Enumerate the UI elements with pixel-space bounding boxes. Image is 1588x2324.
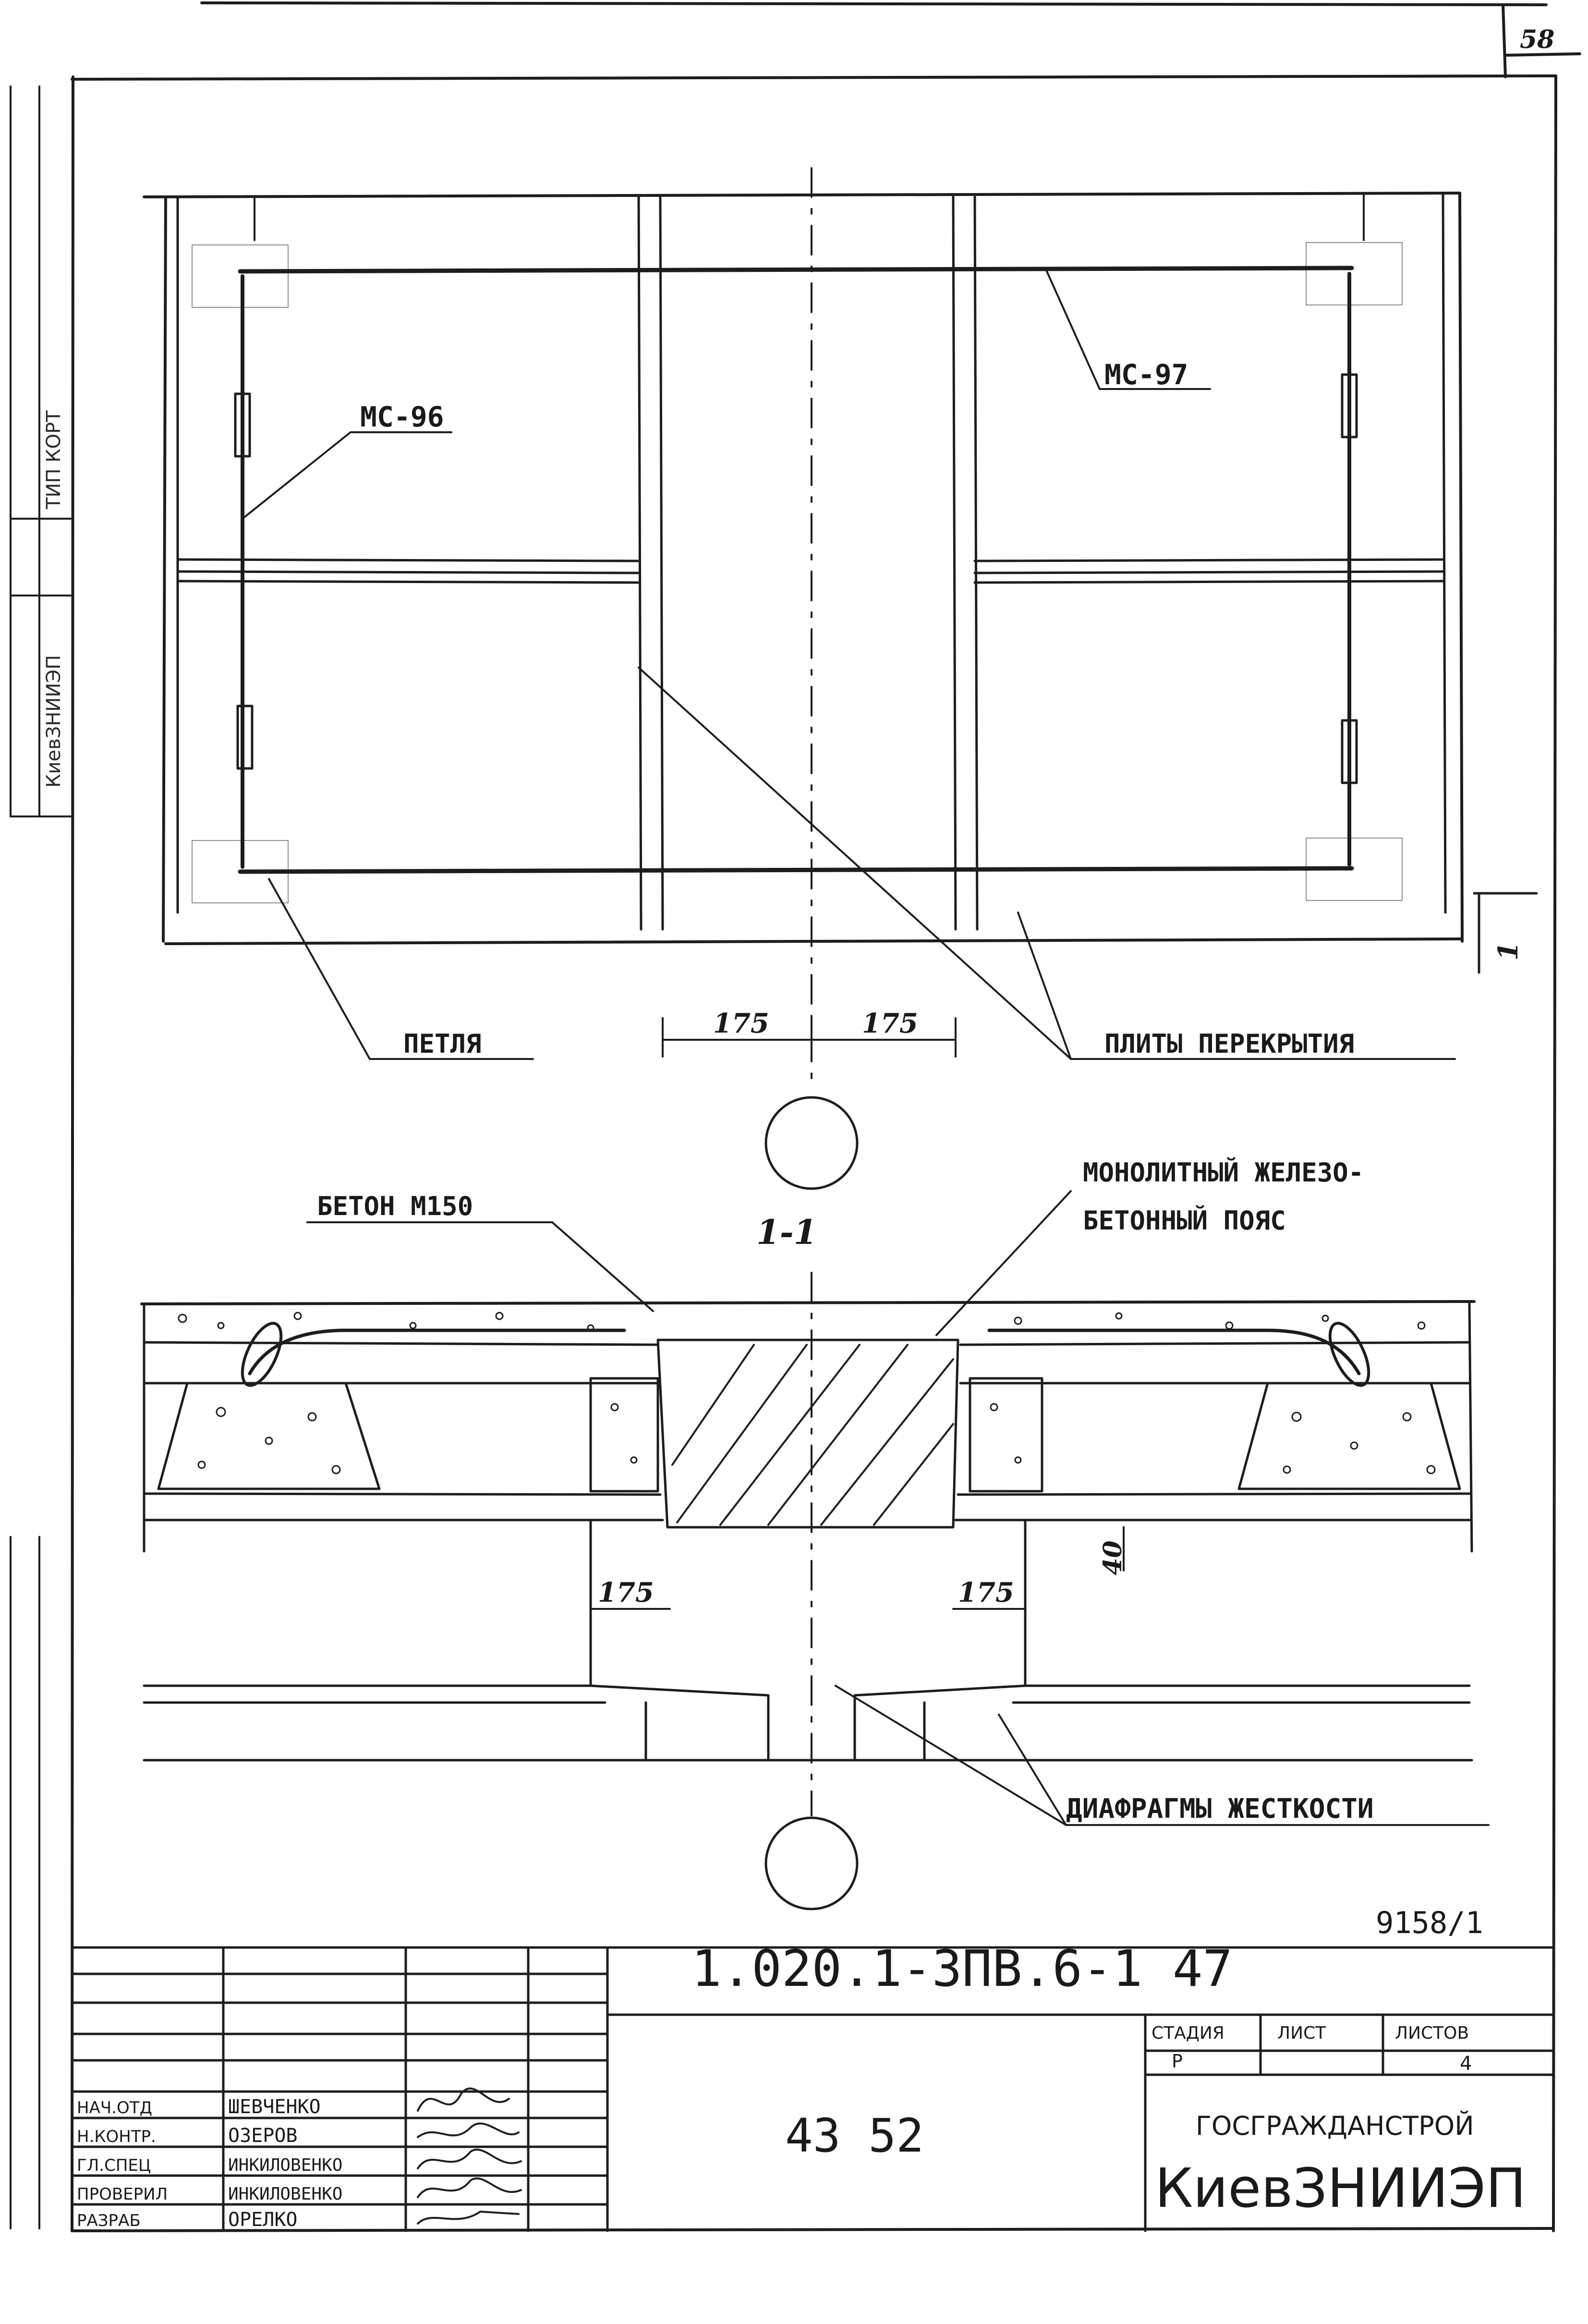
role-4: РАЗРАБ bbox=[77, 2211, 141, 2230]
dim-plan-right: 175 bbox=[862, 1008, 918, 1039]
sheets-value: 4 bbox=[1460, 2053, 1472, 2075]
side-stamp-line2: КиевЗНИИЭП bbox=[43, 655, 65, 788]
label-slabs: ПЛИТЫ ПЕРЕКРЫТИЯ bbox=[1104, 1029, 1354, 1059]
role-3: ПРОВЕРИЛ bbox=[77, 2185, 168, 2204]
label-belt-line2: БЕТОННЫЙ ПОЯС bbox=[1083, 1205, 1286, 1236]
label-belt-line1: МОНОЛИТНЫЙ ЖЕЛЕЗО- bbox=[1083, 1157, 1364, 1188]
label-loop: ПЕТЛЯ bbox=[403, 1029, 482, 1059]
archive-number: 9158/1 bbox=[1376, 1905, 1483, 1940]
label-ms96: МС-96 bbox=[360, 401, 444, 433]
org-line2: КиевЗНИИЭП bbox=[1155, 2157, 1526, 2220]
doc-code: 1.020.1-3ПВ.6-1 47 bbox=[691, 1939, 1233, 1998]
side-stamp-line1: ТИП КОРТ bbox=[43, 410, 65, 510]
stage-header: СТАДИЯ bbox=[1152, 2023, 1224, 2043]
section-cut-mark: 1 bbox=[1492, 942, 1524, 961]
stage-value: Р bbox=[1172, 2051, 1183, 2072]
sheets-header: ЛИСТОВ bbox=[1395, 2023, 1469, 2043]
signatures bbox=[417, 2087, 522, 2225]
label-ms97: МС-97 bbox=[1104, 358, 1188, 391]
name-4: ОРЕЛКО bbox=[228, 2209, 298, 2231]
name-0: ШЕВЧЕНКО bbox=[228, 2096, 321, 2118]
dim-plan-left: 175 bbox=[713, 1008, 769, 1039]
label-concrete: БЕТОН М150 bbox=[317, 1191, 473, 1221]
dim-section-depth: 40 bbox=[1098, 1541, 1127, 1575]
title-block bbox=[71, 1946, 1555, 2232]
name-2: ИНКИЛОВЕНКО bbox=[228, 2155, 342, 2175]
section-view bbox=[140, 1190, 1490, 1910]
label-diaphragms: ДИАФРАГМЫ ЖЕСТКОСТИ bbox=[1066, 1793, 1374, 1825]
center-code: 43 52 bbox=[785, 2109, 924, 2163]
sheet-header: ЛИСТ bbox=[1277, 2023, 1326, 2043]
role-1: Н.КОНТР. bbox=[77, 2127, 156, 2146]
org-line1: ГОСГРАЖДАНСТРОЙ bbox=[1196, 2111, 1474, 2141]
sheet-frame bbox=[71, 1, 1581, 2232]
role-0: НАЧ.ОТД bbox=[77, 2098, 152, 2117]
role-2: ГЛ.СПЕЦ bbox=[77, 2156, 151, 2175]
name-1: ОЗЕРОВ bbox=[228, 2125, 298, 2147]
dim-section-right: 175 bbox=[958, 1577, 1014, 1608]
name-3: ИНКИЛОВЕНКО bbox=[228, 2184, 342, 2204]
plan-view bbox=[143, 167, 1538, 1190]
signature-table: НАЧ.ОТД Н.КОНТР. ГЛ.СПЕЦ ПРОВЕРИЛ РАЗРАБ… bbox=[77, 2087, 522, 2231]
section-title: 1-1 bbox=[756, 1212, 817, 1252]
side-stamp: ТИП КОРТ КиевЗНИИЭП bbox=[10, 85, 73, 2229]
dim-section-left: 175 bbox=[598, 1577, 654, 1608]
page-number: 58 bbox=[1520, 25, 1554, 54]
